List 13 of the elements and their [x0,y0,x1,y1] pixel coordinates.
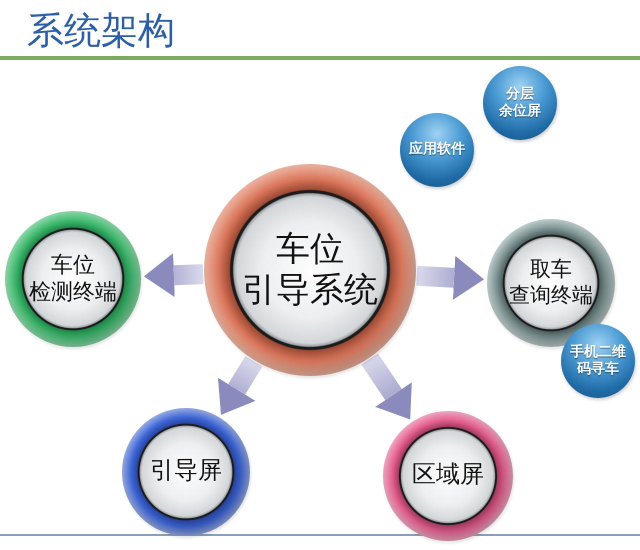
node-label: 手机二维码寻车 [570,344,626,378]
page-title: 系统架构 [27,10,175,52]
node-label: 应用软件 [409,141,465,159]
node-label: 引导屏 [150,457,222,486]
arrow [416,256,484,300]
node-label: 车位引导系统 [242,230,378,311]
node-label: 分层余位屏 [499,86,541,120]
arrow [361,353,412,420]
node-label: 区域屏 [412,461,484,490]
arrow [144,253,204,298]
sphere-node [561,324,635,398]
node-label: 取车查询终端 [509,257,593,309]
node-label: 车位检测终端 [29,252,117,306]
